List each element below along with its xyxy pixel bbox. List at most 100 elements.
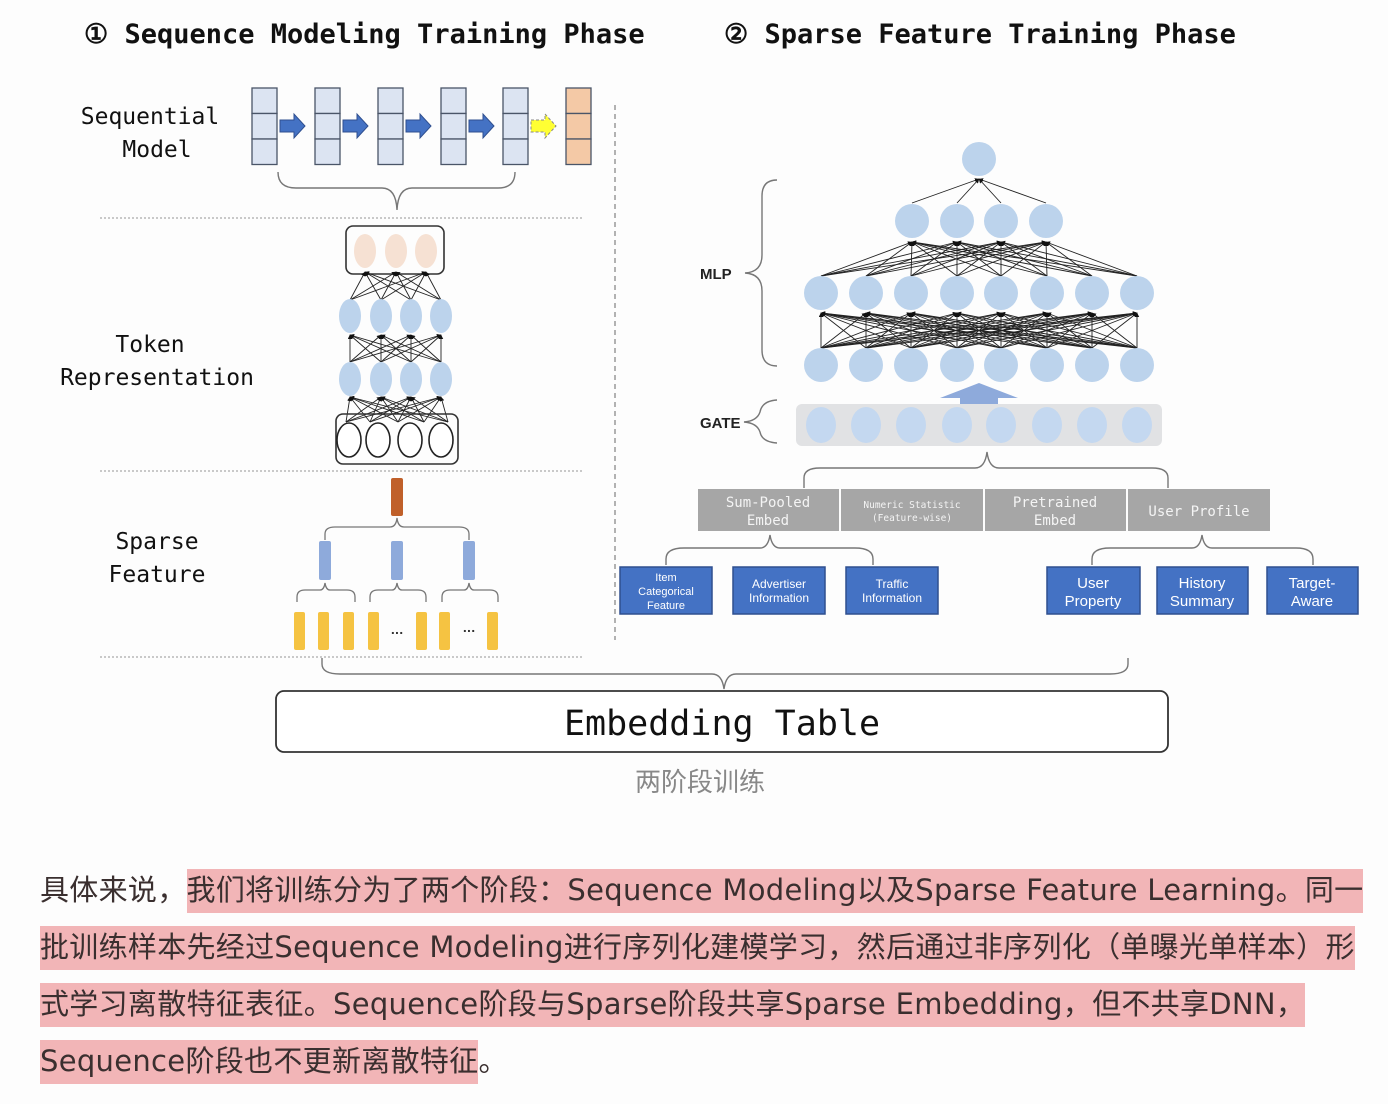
sequence-arrow-icon [405,112,432,140]
token-input-node [365,422,391,458]
svg-text:Feature: Feature [647,600,685,612]
token-connection [423,396,442,423]
token-connection [410,396,449,423]
token-connection [369,396,382,423]
predict-arrow-icon [530,112,557,140]
input-history-summary [1156,566,1249,615]
token-connection [369,396,442,423]
svg-text:User: User [1077,575,1109,592]
token-input-node [397,422,423,458]
mlp-hidden-node [1029,204,1063,238]
token-hidden-node [400,299,422,333]
mlp-connection [820,312,912,349]
token-connection [349,395,449,423]
token-output-node [385,234,407,268]
svg-text:Information: Information [749,591,809,605]
mlp-connection [1000,311,1138,349]
sparse-feature-hierarchy [294,478,499,650]
token-connection [345,395,442,423]
token-connection [380,334,442,363]
sequence-step-cell [502,87,529,115]
sequence-step-cell [314,138,341,166]
svg-text:Feature: Feature [109,562,206,588]
svg-text:History: History [1179,575,1226,592]
gate-brace [743,399,778,444]
right-input-brace [1091,534,1314,565]
gate-node [1032,407,1062,443]
group-feature-bar [391,541,403,580]
token-input-node [336,422,362,458]
input-item-categorical-feature [619,566,713,615]
mlp-hidden-node [804,276,838,310]
svg-text:User Profile: User Profile [1148,504,1249,520]
svg-text:Item: Item [655,572,676,584]
mlp-hidden-node [984,276,1018,310]
sequence-step-cell [251,87,278,115]
mlp-connection [910,311,1138,349]
feature-group-numeric-statistic [841,489,983,531]
mlp-hidden-node [895,204,929,238]
highlighted-text: 我们将训练分为了两个阶段：Sequence Modeling以及Sparse F… [40,869,1364,1084]
mlp-connection [956,241,1047,277]
token-connection [349,271,397,301]
sequence-step-cell [251,112,278,140]
svg-text:Categorical: Categorical [638,586,694,598]
mlp-connection [910,240,1047,277]
svg-text:Sequential: Sequential [81,104,219,130]
sparse-top-brace [324,517,470,540]
svg-text:Numeric Statistic: Numeric Statistic [863,500,960,511]
mlp-connection [956,311,1138,349]
token-hidden-node [430,362,452,396]
mlp-connection [820,311,1002,349]
group-feature-bar [463,541,475,580]
mlp-hidden-node [984,204,1018,238]
token-connection [345,396,382,423]
mlp-input-node [894,348,928,382]
mlp-connection [820,311,1138,349]
token-hidden-node [339,299,361,333]
sequence-step-cell [502,138,529,166]
token-hidden-node [370,362,392,396]
input-traffic-information [845,566,939,615]
token-representation-label: Token Representation [60,332,254,391]
sequence-step-cell [314,112,341,140]
mlp-connection [865,311,1138,349]
sparse-group-brace [296,582,356,602]
phase2-title: ② Sparse Feature Training Phase [724,19,1236,50]
sequence-step-cell [440,112,467,140]
token-connection [410,271,427,301]
token-connection [349,333,442,363]
embedding-brace [321,658,1129,690]
mlp-label: MLP [700,266,732,283]
token-input-node [428,422,454,458]
mlp-input-node [1030,348,1064,382]
gate-node [1122,407,1152,443]
token-connection [345,396,352,423]
gate-node [896,407,926,443]
mlp-connection [820,240,1047,277]
svg-text:Sum-Pooled: Sum-Pooled [726,495,810,511]
mlp-connection [820,240,958,277]
sparse-group-brace [441,582,499,602]
pooled-feature-bar [391,478,403,516]
svg-text:Pretrained: Pretrained [1013,495,1097,511]
svg-text:Traffic: Traffic [876,577,909,591]
mlp-brace [744,179,778,367]
gate-nodes [806,407,1152,443]
input-target-aware [1266,566,1359,615]
mlp-output-node [962,142,996,176]
sequence-step-cell [377,112,404,140]
paragraph-intro: 具体来说， [40,873,187,907]
feature-group-sum-pooled [698,489,839,531]
mlp-input-node [1075,348,1109,382]
token-connection [425,271,442,301]
mlp-connection [1046,312,1138,349]
mlp-hidden-node [1120,276,1154,310]
token-hidden-node [370,299,392,333]
sequence-step-cell [440,87,467,115]
mlp-connection [820,311,958,349]
token-connection [349,271,427,301]
mlp-connection [956,178,980,204]
mlp-hidden-node [894,276,928,310]
sequence-output-cell [565,138,592,166]
